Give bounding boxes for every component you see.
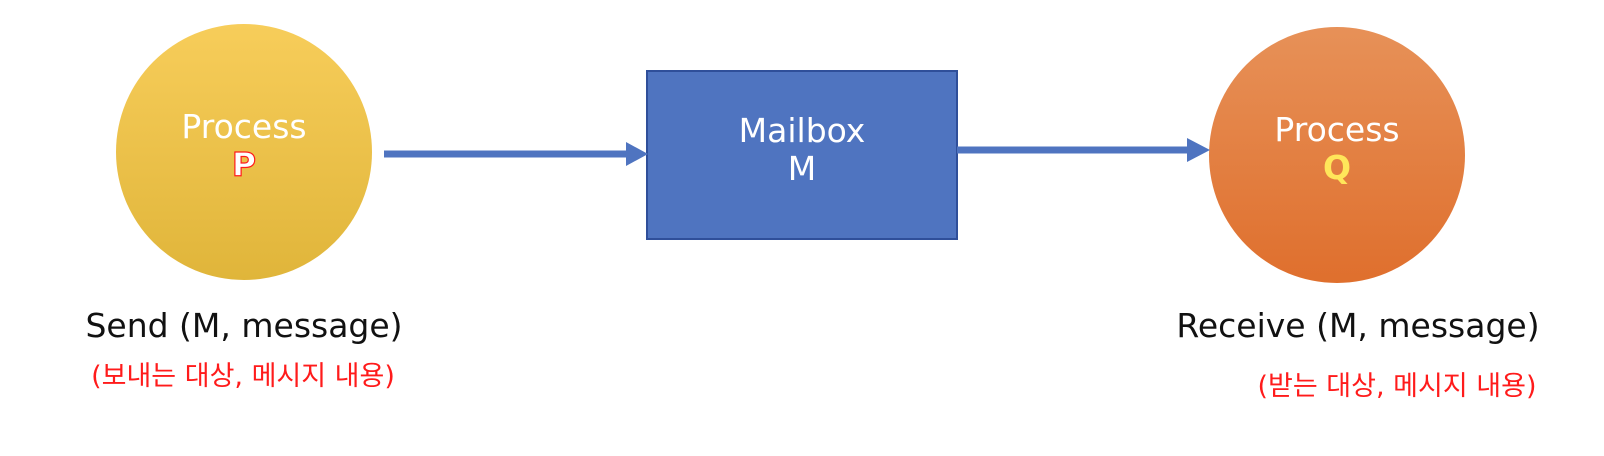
process-p-text: Process P — [144, 108, 344, 184]
mailbox-text: Mailbox M — [647, 112, 957, 188]
send-note: (보내는 대상, 메시지 내용) — [91, 361, 395, 392]
process-q-title: Process — [1274, 110, 1400, 149]
arrow-mailbox-to-q-head — [1187, 138, 1210, 162]
process-p-title: Process — [181, 107, 307, 146]
mailbox-id: M — [787, 148, 817, 188]
process-q-text: Process Q — [1237, 111, 1437, 187]
process-q-node — [1209, 27, 1465, 283]
receive-caption: Receive (M, message) — [1176, 306, 1540, 345]
send-caption: Send (M, message) — [85, 306, 403, 345]
mailbox-node — [646, 70, 958, 240]
process-q-letter: Q — [1322, 147, 1352, 187]
arrow-p-to-mailbox-head — [626, 142, 648, 166]
receive-note: (받는 대상, 메시지 내용) — [1257, 371, 1537, 402]
process-p-letter: P — [231, 144, 257, 184]
process-p-node — [116, 24, 372, 280]
mailbox-title: Mailbox — [738, 111, 866, 150]
